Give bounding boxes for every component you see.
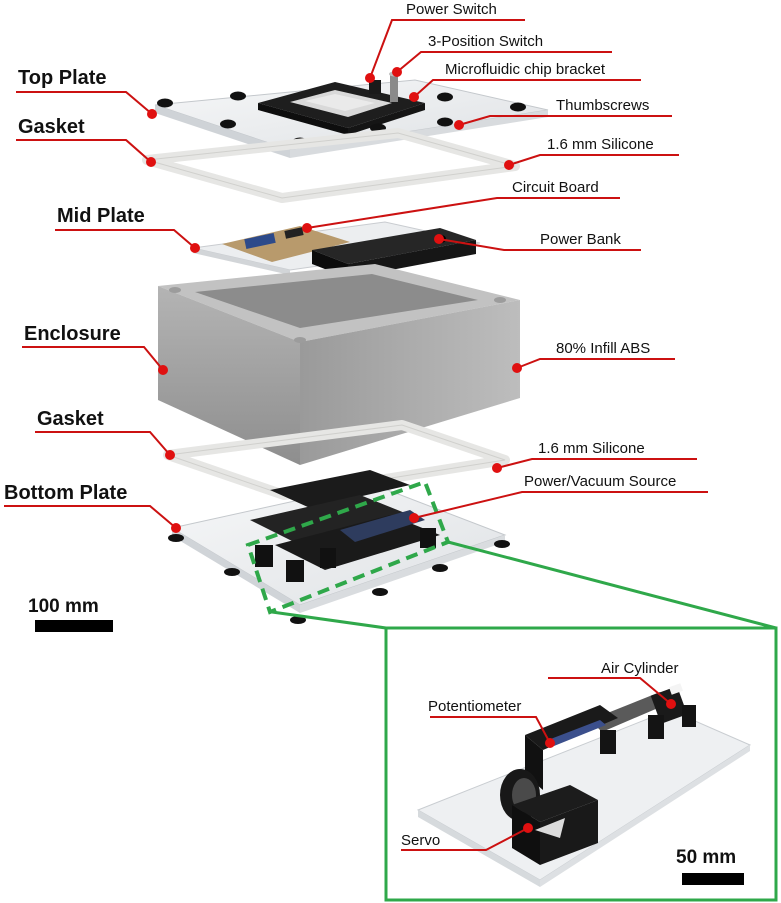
label-potentiometer: Potentiometer	[428, 698, 521, 715]
chip-bracket-assembly	[258, 82, 425, 135]
power-vacuum-source-mechanisms	[250, 470, 440, 582]
scale-bar-main-label: 100 mm	[28, 596, 99, 617]
label-circuit-board: Circuit Board	[512, 179, 599, 196]
label-thumbscrews: Thumbscrews	[556, 97, 649, 114]
scale-bar-main: 100 mm	[28, 596, 113, 632]
inset-servo	[512, 785, 598, 865]
label-top-plate: Top Plate	[18, 67, 107, 89]
thumbscrews	[157, 91, 526, 147]
enclosure	[158, 264, 520, 465]
label-gasket-top: Gasket	[18, 116, 85, 138]
label-dots	[146, 67, 676, 833]
label-microfluidic-chip-bracket: Microfluidic chip bracket	[445, 61, 606, 78]
leader-lines	[4, 19, 708, 851]
gasket-bottom	[163, 420, 510, 500]
inset-panel	[384, 626, 778, 902]
label-power-vacuum-source: Power/Vacuum Source	[524, 473, 676, 490]
scale-bar-main-bar	[35, 620, 113, 632]
label-silicone-bottom: 1.6 mm Silicone	[538, 440, 645, 457]
scale-bar-inset: 50 mm	[676, 847, 744, 885]
label-bottom-plate: Bottom Plate	[4, 482, 127, 504]
label-enclosure: Enclosure	[24, 323, 121, 345]
bottom-plate	[168, 470, 510, 624]
label-power-switch: Power Switch	[406, 1, 497, 18]
scale-bar-inset-label: 50 mm	[676, 847, 736, 868]
zoom-connector-right	[447, 540, 777, 630]
bottom-plate-feet	[168, 534, 510, 624]
power-switch	[369, 80, 381, 94]
label-infill-abs: 80% Infill ABS	[556, 340, 650, 357]
label-power-bank: Power Bank	[540, 231, 621, 248]
label-mid-plate: Mid Plate	[57, 205, 145, 227]
label-servo: Servo	[401, 832, 440, 849]
label-air-cylinder: Air Cylinder	[601, 660, 679, 677]
top-plate	[154, 71, 549, 158]
scale-bar-inset-bar	[682, 873, 744, 885]
zoom-connector-left	[271, 610, 387, 630]
label-gasket-bottom: Gasket	[37, 408, 104, 430]
gasket-top	[142, 128, 520, 203]
label-three-position-switch: 3-Position Switch	[428, 33, 543, 50]
circuit-board	[222, 226, 350, 262]
label-silicone-top: 1.6 mm Silicone	[547, 136, 654, 153]
